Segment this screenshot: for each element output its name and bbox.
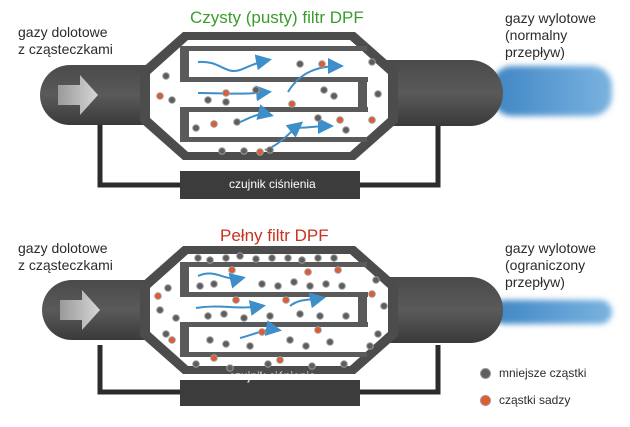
outlet-label-line: przepływ): [505, 44, 565, 60]
legend-small-particles: mniejsze cząstki: [480, 366, 586, 380]
exhaust-outlet-stream: [492, 300, 612, 324]
outlet-label-line: gazy wylotowe: [505, 10, 597, 26]
full-inlet-label: gazy dolotowe z cząsteczkami: [18, 240, 113, 274]
pressure-sensor-line: [97, 345, 441, 395]
outlet-label-line: gazy wylotowe: [505, 240, 597, 256]
small-particles: [162, 58, 382, 155]
clean-outlet-label: gazy wylotowe (normalny przepływ): [505, 10, 596, 61]
inlet-label-line: gazy dolotowe: [18, 24, 108, 40]
flow-arrows: [195, 272, 326, 339]
outlet-pipe: [385, 60, 503, 126]
small-particles: [156, 252, 388, 372]
exhaust-outlet-stream: [492, 66, 612, 116]
full-sensor-label: czujnik ciśnienia: [229, 369, 316, 383]
clean-sensor-label: czujnik ciśnienia: [229, 177, 316, 191]
inlet-label-line: gazy dolotowe: [18, 240, 108, 256]
outlet-label-line: przepływ): [505, 274, 565, 290]
full-dpf-title: Pełny filtr DPF: [220, 226, 329, 245]
clean-dpf-graphic: [40, 32, 612, 199]
inlet-label-line: z cząsteczkami: [18, 41, 113, 57]
soot-particle-icon: [480, 394, 491, 406]
soot-particles: [154, 266, 376, 364]
small-particle-icon: [480, 367, 491, 379]
outlet-pipe: [385, 277, 503, 343]
outlet-label-line: (ograniczony: [505, 257, 586, 273]
pressure-sensor-box: [180, 171, 360, 199]
intake-arrow-icon: [60, 290, 100, 330]
full-dpf-graphic: [42, 246, 612, 406]
clean-inlet-label: gazy dolotowe z cząsteczkami: [18, 24, 113, 58]
pressure-sensor-line: [97, 122, 441, 188]
inlet-label-line: z cząsteczkami: [18, 257, 113, 273]
clean-dpf-title: Czysty (pusty) filtr DPF: [190, 8, 364, 27]
legend-soot-label: cząstki sadzy: [499, 393, 571, 407]
soot-particles: [156, 60, 376, 156]
legend-small-label: mniejsze cząstki: [499, 366, 587, 380]
intake-arrow-icon: [58, 75, 98, 115]
filter-channels: [180, 46, 368, 142]
full-outlet-label: gazy wylotowe (ograniczony przepływ): [505, 240, 596, 291]
pressure-sensor-box: [180, 380, 360, 406]
legend-soot-particles: cząstki sadzy: [480, 393, 570, 407]
outlet-label-line: (normalny: [505, 27, 568, 43]
